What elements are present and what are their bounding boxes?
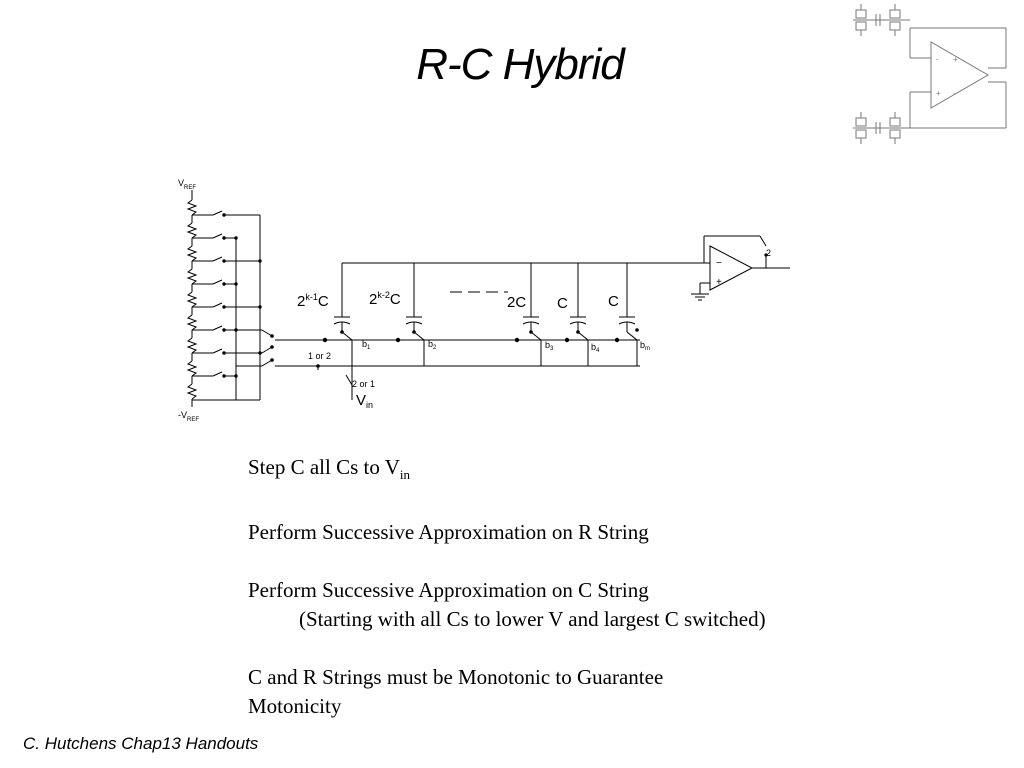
- step-text-sub: in: [399, 467, 411, 483]
- r-string-line: Perform Successive Approximation on R St…: [248, 520, 649, 545]
- step-text: Step C all Cs to V: [248, 455, 400, 479]
- svg-text:b2: b2: [428, 339, 437, 351]
- bit-label-1-sub: 1: [367, 345, 371, 351]
- opamp-plus: +: [716, 277, 722, 288]
- svg-text:-VREF: -VREF: [178, 410, 199, 423]
- cap-label-1-base: 2: [297, 293, 305, 310]
- bit-label-3-sub: 3: [550, 346, 554, 352]
- cap-label-5: C: [608, 293, 619, 310]
- step-line: Step C all Cs to Vin: [248, 453, 948, 489]
- bit-label-1: b: [362, 339, 367, 349]
- monotonic-line: C and R Strings must be Monotonic to Gua…: [248, 665, 664, 690]
- c-string-note: (Starting with all Cs to lower V and lar…: [299, 607, 766, 632]
- resistor-string: [186, 190, 198, 407]
- opamp-minus: −: [716, 258, 722, 269]
- svg-text:2k-2C: 2k-2C: [369, 290, 401, 308]
- feedback-switch-label: 2: [766, 248, 771, 258]
- cap-label-1-sup: k-1: [305, 292, 318, 302]
- corner-circuit-logo: - + + -: [853, 4, 1007, 144]
- bit-label-m-sub: m: [645, 346, 650, 352]
- cap-label-1-tail: C: [318, 293, 329, 310]
- slide-title: R-C Hybrid: [416, 40, 625, 89]
- c-string-line: Perform Successive Approximation on C St…: [248, 578, 649, 603]
- rc-hybrid-schematic: VREF -VREF 2k-1C 2k-2C 2C C C b1 b2 b3 b…: [178, 178, 790, 423]
- vin-label: V: [356, 392, 366, 409]
- bit-label-3: b: [545, 340, 550, 350]
- vref-top-sub: REF: [184, 185, 196, 191]
- svg-text:b1: b1: [362, 339, 371, 351]
- bit-label-2-sub: 2: [433, 345, 437, 351]
- svg-text:b4: b4: [591, 342, 600, 354]
- vref-bottom-label: -V: [178, 410, 187, 420]
- vref-top-label: V: [178, 178, 184, 188]
- cap-label-3: 2C: [507, 294, 526, 311]
- svg-text:+: +: [936, 89, 941, 98]
- monotonic-line-2: Motonicity: [248, 694, 342, 719]
- svg-text:-: -: [953, 89, 956, 98]
- bit-label-m: b: [640, 340, 645, 350]
- svg-text:bm: bm: [640, 340, 650, 352]
- switch-label-2or1: 2 or 1: [352, 379, 375, 389]
- cap-label-2-sup: k-2: [377, 290, 390, 300]
- bit-label-4-sub: 4: [596, 348, 600, 354]
- tap-switches: [192, 210, 261, 401]
- svg-text:b3: b3: [545, 340, 554, 352]
- cap-label-4: C: [557, 295, 568, 312]
- cap-label-2-base: 2: [369, 291, 377, 308]
- svg-text:+: +: [953, 55, 958, 64]
- vref-bottom-sub: REF: [187, 417, 199, 423]
- switch-label-1or2: 1 or 2: [308, 351, 331, 361]
- bit-switches: [341, 331, 638, 366]
- bit-label-4: b: [591, 342, 596, 352]
- bit-label-2: b: [428, 339, 433, 349]
- svg-text:VREF: VREF: [178, 178, 196, 191]
- svg-text:Vin: Vin: [356, 392, 373, 410]
- cap-label-2-tail: C: [390, 291, 401, 308]
- footer-credit: C. Hutchens Chap13 Handouts: [23, 734, 259, 753]
- svg-text:2k-1C: 2k-1C: [297, 292, 329, 310]
- vin-label-sub: in: [366, 400, 373, 410]
- slide-body: Step C all Cs to Vin Perform Successive …: [248, 453, 948, 721]
- svg-text:-: -: [936, 55, 939, 64]
